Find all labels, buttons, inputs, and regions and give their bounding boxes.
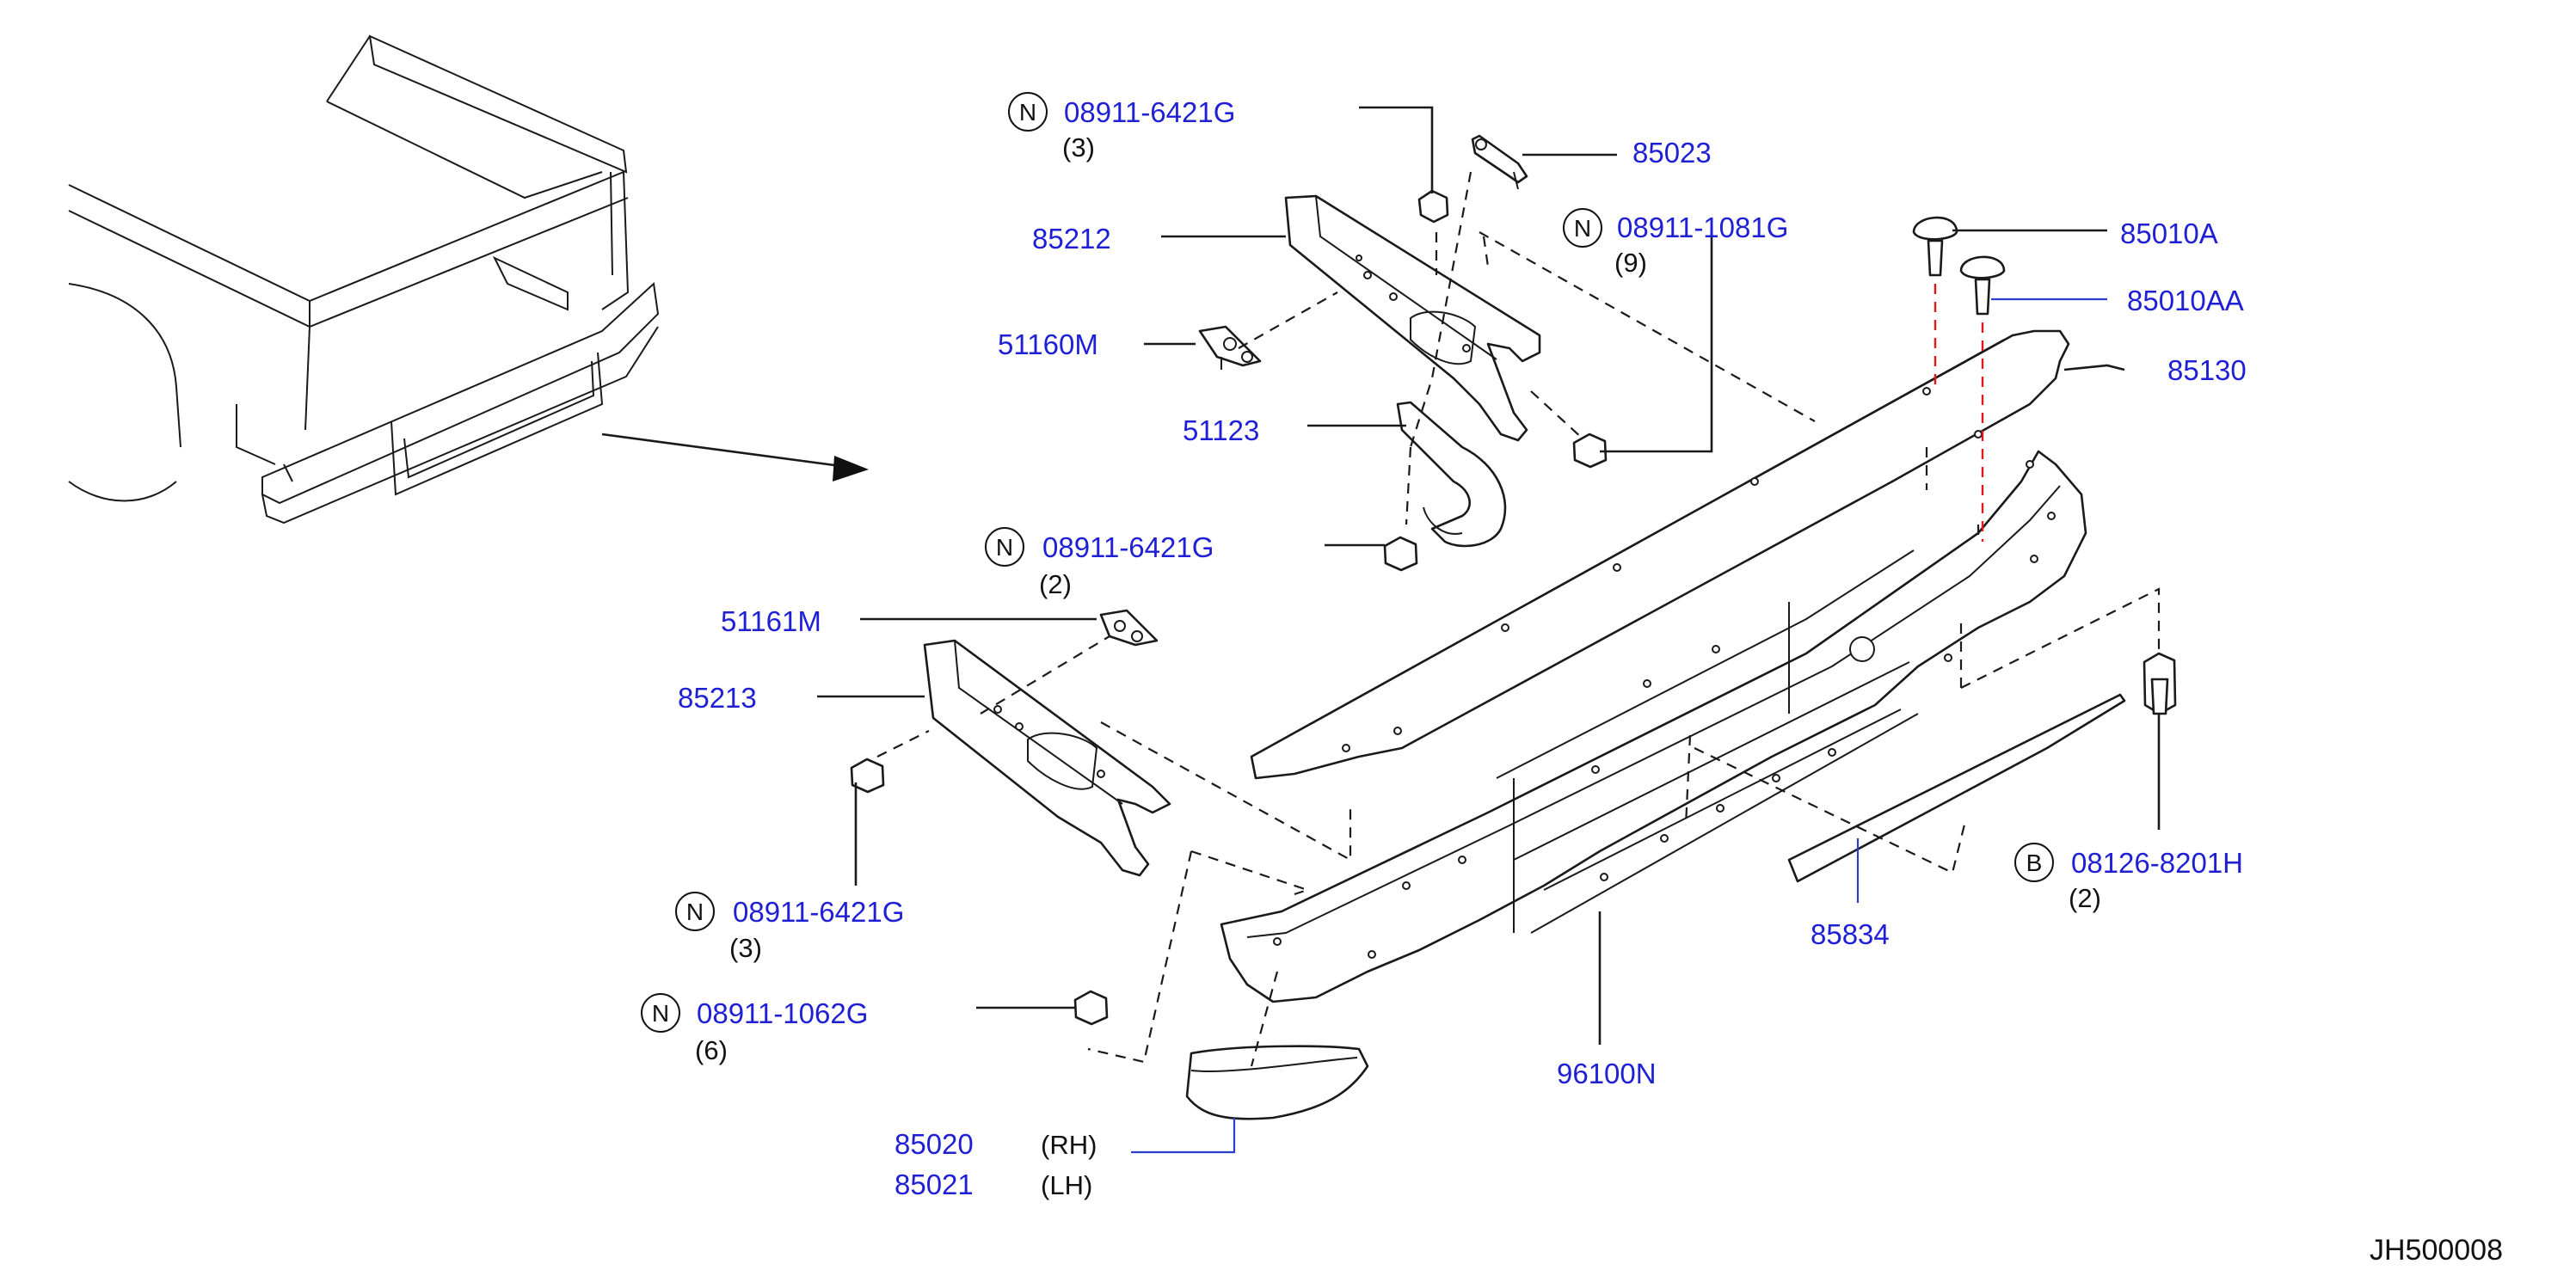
plate-51160M (1198, 325, 1262, 370)
part-number: 08911-1062G (697, 997, 868, 1029)
arrow-head-icon (833, 456, 869, 482)
part-number: 08911-6421G (1064, 96, 1235, 128)
quantity: (2) (1039, 569, 1072, 599)
quantity: (3) (729, 933, 762, 963)
callout-circle-letter: B (2026, 850, 2043, 876)
callout-08911-1062G: N 08911-1062G (6) (641, 993, 868, 1065)
part-number: 08126-8201H (2071, 847, 2243, 879)
callout-circle-letter: N (686, 899, 704, 925)
part-number-51123: 51123 (1183, 414, 1259, 446)
bracket-85213 (923, 639, 1171, 877)
nut-icon (1572, 432, 1608, 469)
quantity: (2) (2069, 883, 2101, 913)
side-lh: (LH) (1041, 1170, 1092, 1200)
part-number-85021: 85021 (895, 1169, 974, 1200)
bolt-85010A (1912, 216, 1958, 277)
callout-circle-letter: N (996, 534, 1013, 561)
bolt-85023 (1471, 134, 1528, 190)
part-number-85020: 85020 (895, 1128, 974, 1160)
part-number-85130: 85130 (2167, 354, 2247, 386)
bolt-08126-8201H (2143, 652, 2177, 715)
quantity: (3) (1062, 132, 1095, 163)
part-number-85213: 85213 (678, 682, 757, 714)
callout-08911-6421G-low: N 08911-6421G (3) (675, 892, 904, 963)
callout-circle-letter: N (652, 1000, 669, 1027)
nut-icon (1073, 990, 1109, 1026)
quantity: (6) (695, 1035, 728, 1065)
truck-overview-illustration (68, 34, 660, 525)
callout-08911-6421G-mid: N 08911-6421G (2) (985, 527, 1214, 599)
part-number-51161M: 51161M (721, 605, 821, 637)
diagram-code: JH500008 (2370, 1234, 2503, 1267)
nut-icon (1383, 536, 1418, 572)
callout-circle-letter: N (1574, 215, 1591, 242)
nut-icon (850, 758, 885, 794)
part-number-85834: 85834 (1811, 918, 1890, 950)
view-arrow-line (601, 432, 861, 470)
bumper-top-plate-85130 (1250, 329, 2070, 780)
part-number: 08911-6421G (1042, 531, 1214, 563)
callout-08911-1081G: N 08911-1081G (9) (1563, 208, 1788, 278)
side-rh: (RH) (1041, 1130, 1097, 1160)
pad-85834 (1787, 693, 2126, 883)
bumper-96100N (1220, 450, 2087, 1003)
bracket-85212 (1284, 194, 1541, 442)
callout-08126-8201H: B 08126-8201H (2) (2014, 843, 2243, 913)
part-number-85023: 85023 (1632, 137, 1712, 169)
plate-51161M (1099, 609, 1159, 647)
part-number: 08911-6421G (733, 896, 904, 928)
part-number-96100N: 96100N (1557, 1058, 1657, 1089)
callout-08911-6421G-top: N 08911-6421G (3) (1008, 92, 1235, 163)
part-number-85010A: 85010A (2120, 218, 2218, 249)
part-number-85010AA: 85010AA (2127, 285, 2244, 316)
part-number-51160M: 51160M (998, 328, 1098, 360)
callout-circle-letter: N (1019, 99, 1036, 126)
part-number: 08911-1081G (1617, 212, 1788, 243)
bracket-51123 (1396, 401, 1507, 548)
part-number-85212: 85212 (1032, 223, 1111, 255)
nut-icon (1417, 189, 1449, 224)
end-cap-85020-85021 (1185, 1045, 1369, 1120)
bolt-85010AA (1959, 255, 2006, 316)
quantity: (9) (1614, 248, 1647, 278)
